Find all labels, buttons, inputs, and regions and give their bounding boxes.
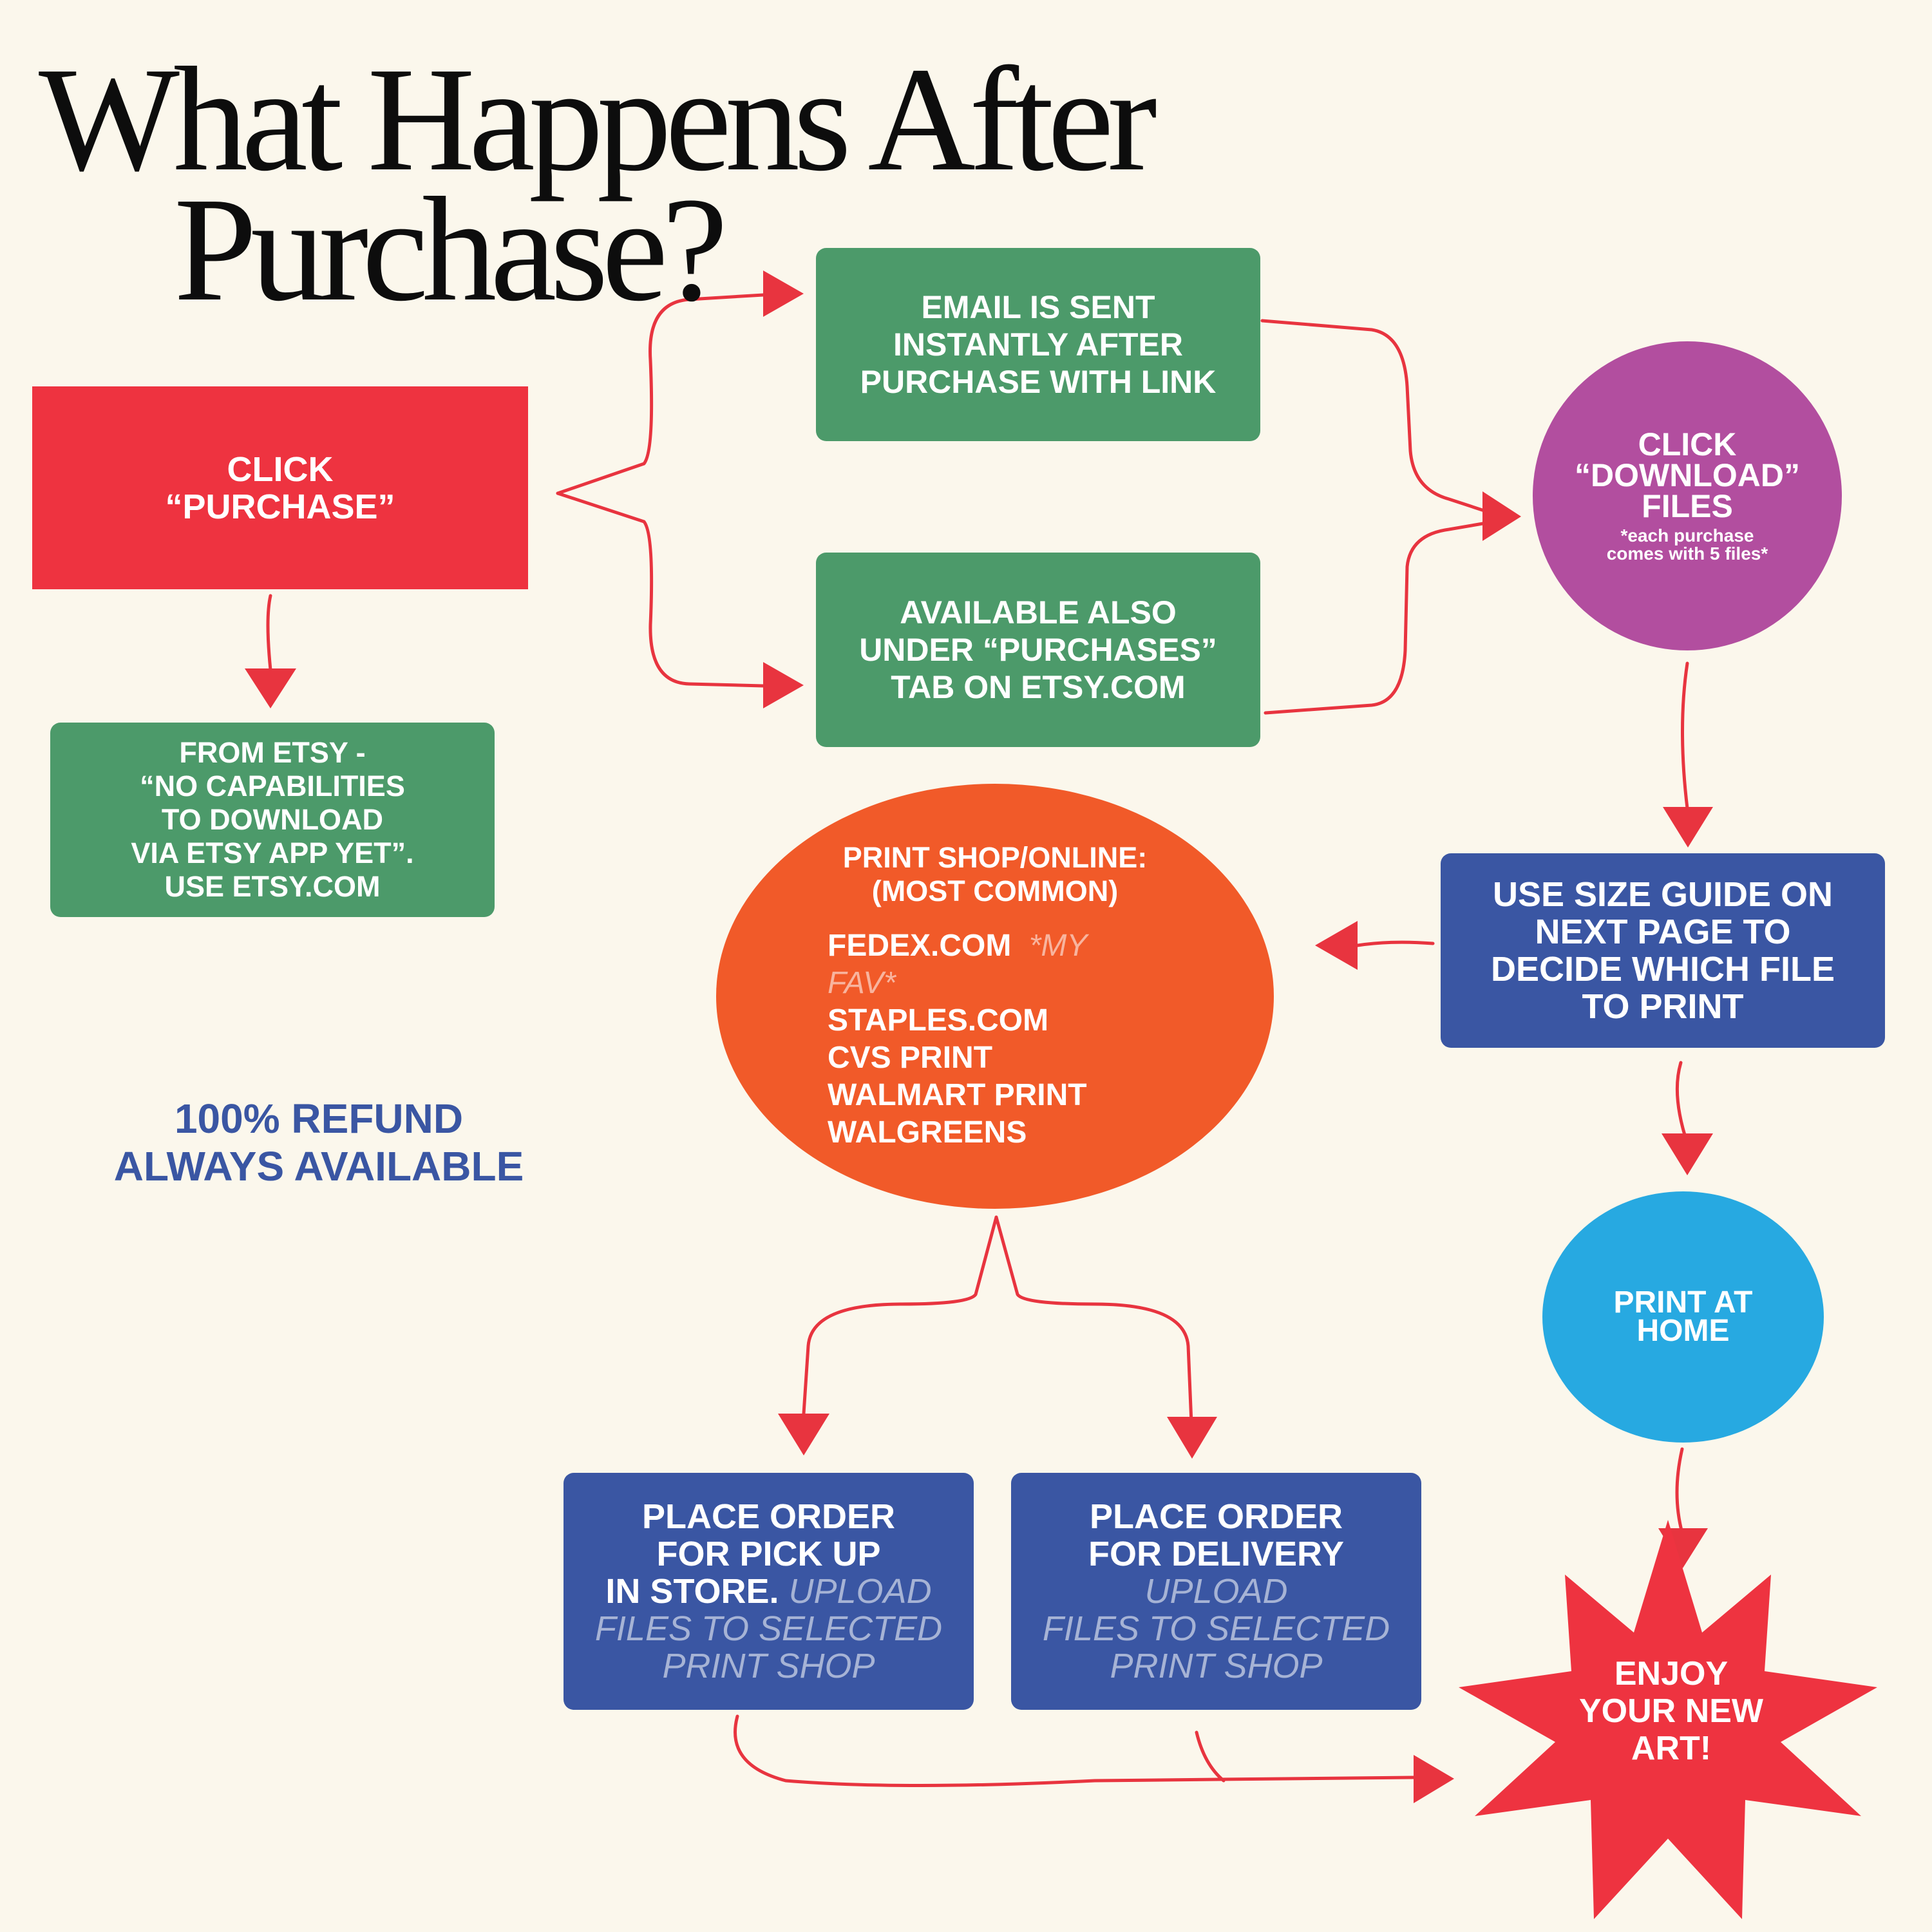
print-shop-item-cvs: CVS PRINT — [828, 1041, 993, 1075]
email-sent-line-3: PURCHASE WITH LINK — [860, 364, 1217, 400]
starburst-shape — [1459, 1520, 1877, 1919]
delivery-thin-line-3: PRINT SHOP — [1110, 1647, 1323, 1685]
pickup-line-1: PLACE ORDER — [641, 1497, 896, 1536]
arrowhead-etsy-note — [245, 668, 296, 708]
download-line-1: CLICK — [1638, 426, 1737, 462]
email-sent-line-1: EMAIL IS SENT — [921, 289, 1155, 325]
purchases-tab-line-1: AVAILABLE ALSO — [900, 594, 1177, 630]
arrowhead-print-shop — [1315, 921, 1358, 970]
email-sent-line-2: INSTANTLY AFTER — [893, 327, 1184, 363]
arrowhead-tab — [763, 662, 804, 708]
connector-delivery-to-enjoy — [1195, 1730, 1226, 1783]
download-note-line-1: *each purchase — [1620, 526, 1754, 545]
refund-note: 100% REFUND ALWAYS AVAILABLE — [52, 1095, 586, 1190]
download-line-2: “DOWNLOAD” — [1575, 457, 1800, 493]
delivery-thin-line-2: FILES TO SELECTED — [1042, 1609, 1390, 1648]
pickup-box: PLACE ORDER FOR PICK UP IN STORE. UPLOAD… — [564, 1473, 974, 1710]
arrowhead-download — [1482, 491, 1521, 541]
connector-email-to-download — [1260, 319, 1496, 516]
print-shop-heading-1: PRINT SHOP/ONLINE: — [842, 841, 1148, 874]
print-at-home-line-2: HOME — [1636, 1314, 1730, 1348]
purchases-tab-box: AVAILABLE ALSO UNDER “PURCHASES” TAB ON … — [816, 553, 1260, 747]
pickup-line-3-thin: UPLOAD — [788, 1572, 932, 1611]
print-at-home-line-1: PRINT AT — [1613, 1285, 1753, 1320]
print-shop-item-fedex: FEDEX.COM *MY FAV* — [828, 927, 1162, 1002]
print-shop-item-walmart: WALMART PRINT — [828, 1078, 1087, 1112]
refund-line-1: 100% REFUND — [174, 1095, 464, 1142]
enjoy-line-2: YOUR NEW — [1579, 1692, 1763, 1730]
connector-pickup-to-enjoy — [734, 1714, 1416, 1787]
from-etsy-line-4: VIA ETSY APP YET”. — [131, 837, 414, 869]
arrowhead-size-guide — [1663, 807, 1713, 848]
download-note-line-2: comes with 5 files* — [1606, 544, 1768, 564]
purchases-tab-line-3: TAB ON ETSY.COM — [891, 669, 1186, 705]
delivery-line-2: FOR DELIVERY — [1088, 1535, 1345, 1573]
print-shop-oval: PRINT SHOP/ONLINE: (MOST COMMON) FEDEX.C… — [716, 784, 1274, 1209]
from-etsy-line-1: FROM ETSY - — [179, 736, 366, 769]
connector-tab-to-download — [1264, 520, 1496, 715]
page-title-line-2: Purchase? — [174, 167, 728, 332]
connector-print-shop-to-delivery — [994, 1215, 1193, 1425]
enjoy-line-3: ART! — [1631, 1730, 1712, 1767]
pickup-thin-line-3: PRINT SHOP — [662, 1647, 875, 1685]
connector-size-guide-to-print-shop — [1356, 940, 1435, 947]
email-sent-box: EMAIL IS SENT INSTANTLY AFTER PURCHASE W… — [816, 248, 1260, 441]
pickup-thin-line-2: FILES TO SELECTED — [594, 1609, 943, 1648]
enjoy-line-1: ENJOY — [1614, 1655, 1728, 1692]
pickup-line-3: IN STORE. UPLOAD — [605, 1573, 931, 1610]
page-title-line-1: What Happens After — [39, 37, 1157, 202]
delivery-line-1: PLACE ORDER — [1089, 1497, 1343, 1536]
purchases-tab-line-2: UNDER “PURCHASES” — [859, 632, 1217, 668]
size-guide-line-2: NEXT PAGE TO — [1535, 913, 1791, 951]
print-shop-list: FEDEX.COM *MY FAV* STAPLES.COM CVS PRINT… — [828, 927, 1162, 1151]
from-etsy-line-5: USE ETSY.COM — [164, 870, 381, 903]
size-guide-box: USE SIZE GUIDE ON NEXT PAGE TO DECIDE WH… — [1441, 853, 1885, 1048]
connector-home-to-enjoy — [1675, 1447, 1684, 1535]
print-shop-item-walgreens: WALGREENS — [828, 1115, 1027, 1150]
connector-purchase-to-email — [556, 293, 765, 495]
from-etsy-line-3: TO DOWNLOAD — [161, 803, 384, 836]
click-purchase-line-1: CLICK — [227, 450, 334, 489]
click-purchase-box: CLICK “PURCHASE” — [32, 386, 528, 589]
connector-purchase-to-etsy-note — [266, 594, 272, 672]
download-circle: CLICK “DOWNLOAD” FILES *each purchase co… — [1533, 341, 1842, 650]
print-at-home-circle: PRINT AT HOME — [1542, 1191, 1824, 1443]
delivery-box: PLACE ORDER FOR DELIVERY UPLOAD FILES TO… — [1011, 1473, 1421, 1710]
connector-size-guide-to-home — [1675, 1061, 1689, 1145]
size-guide-line-4: TO PRINT — [1582, 987, 1744, 1026]
from-etsy-line-2: “NO CAPABILITIES — [140, 770, 405, 802]
from-etsy-box: FROM ETSY - “NO CAPABILITIES TO DOWNLOAD… — [50, 723, 495, 917]
connector-download-to-size-guide — [1681, 661, 1689, 810]
arrowhead-email — [763, 270, 804, 317]
print-shop-item-fedex-label: FEDEX.COM — [828, 929, 1012, 963]
download-line-3: FILES — [1642, 488, 1733, 524]
pickup-line-2: FOR PICK UP — [656, 1535, 881, 1573]
print-shop-heading-2: (MOST COMMON) — [871, 875, 1119, 907]
arrowhead-home — [1662, 1133, 1713, 1175]
delivery-thin-line-1: UPLOAD — [1144, 1572, 1288, 1611]
refund-line-2: ALWAYS AVAILABLE — [113, 1143, 524, 1189]
my-fav-label: *MY FAV* — [828, 929, 1087, 1000]
arrowhead-enjoy-from-orders — [1414, 1755, 1454, 1803]
pickup-line-3-bold: IN STORE. — [605, 1572, 779, 1611]
enjoy-starburst — [1459, 1520, 1877, 1919]
enjoy-text: ENJOY YOUR NEW ART! — [1520, 1655, 1823, 1767]
size-guide-line-3: DECIDE WHICH FILE — [1491, 950, 1835, 989]
size-guide-line-1: USE SIZE GUIDE ON — [1492, 875, 1833, 914]
arrowhead-delivery — [1167, 1417, 1217, 1459]
connector-print-shop-to-pickup — [802, 1215, 998, 1416]
print-shop-item-staples: STAPLES.COM — [828, 1003, 1049, 1037]
connector-purchase-to-tab — [556, 491, 765, 688]
arrowhead-pickup — [778, 1414, 829, 1455]
click-purchase-line-2: “PURCHASE” — [165, 487, 395, 526]
